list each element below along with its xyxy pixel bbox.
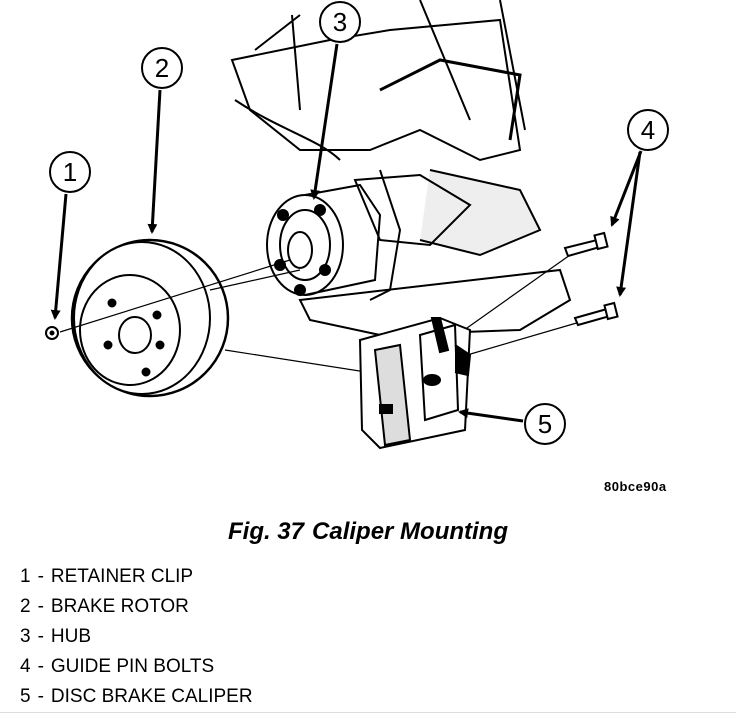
hub: [266, 183, 382, 296]
legend-item: 3-HUB: [20, 626, 92, 647]
legend-item: 5-DISC BRAKE CALIPER: [20, 686, 253, 707]
guide-pin-bolts: [563, 231, 619, 327]
legend-number: 2: [20, 596, 31, 617]
brake-rotor: [70, 238, 230, 398]
callout-4: 4: [610, 109, 669, 297]
callout-3-number: 3: [333, 7, 347, 37]
legend-label: BRAKE ROTOR: [50, 596, 189, 617]
legend-label: GUIDE PIN BOLTS: [50, 656, 215, 677]
divider: [0, 712, 736, 713]
disc-brake-caliper: [358, 316, 472, 450]
callout-5: 5: [458, 403, 566, 445]
callout-5-number: 5: [538, 409, 552, 439]
figure-number: Fig. 37: [227, 518, 305, 545]
callout-1: 1: [49, 151, 91, 320]
alignment-lines: [59, 254, 581, 376]
callout-2: 2: [141, 47, 183, 234]
legend-number: 1: [20, 566, 31, 587]
callout-3: 3: [310, 1, 361, 200]
legend-label: RETAINER CLIP: [50, 566, 194, 587]
callout-4-number: 4: [641, 115, 655, 145]
legend-number: 3: [20, 626, 31, 647]
caliper-mounting-illustration: 1 2 3 4 5: [45, 0, 669, 450]
chassis-background: [230, 0, 572, 337]
legend-number: 5: [20, 686, 31, 707]
figure-title: Caliper Mounting: [312, 518, 508, 545]
legend-number: 4: [20, 656, 31, 677]
drawing-id: 80bce90a: [604, 479, 667, 494]
legend-item: 1-RETAINER CLIP: [20, 566, 194, 587]
legend-item: 4-GUIDE PIN BOLTS: [20, 656, 215, 677]
figure-caption: Fig. 37 Caliper Mounting: [0, 518, 736, 546]
legend-label: HUB: [50, 626, 92, 647]
callout-2-number: 2: [155, 53, 169, 83]
legend-list: 1-RETAINER CLIP 2-BRAKE ROTOR 3-HUB 4-GU…: [20, 562, 253, 712]
retainer-clip: [45, 326, 59, 340]
callout-1-number: 1: [63, 157, 77, 187]
legend-item: 2-BRAKE ROTOR: [20, 596, 189, 617]
legend-label: DISC BRAKE CALIPER: [50, 686, 253, 707]
